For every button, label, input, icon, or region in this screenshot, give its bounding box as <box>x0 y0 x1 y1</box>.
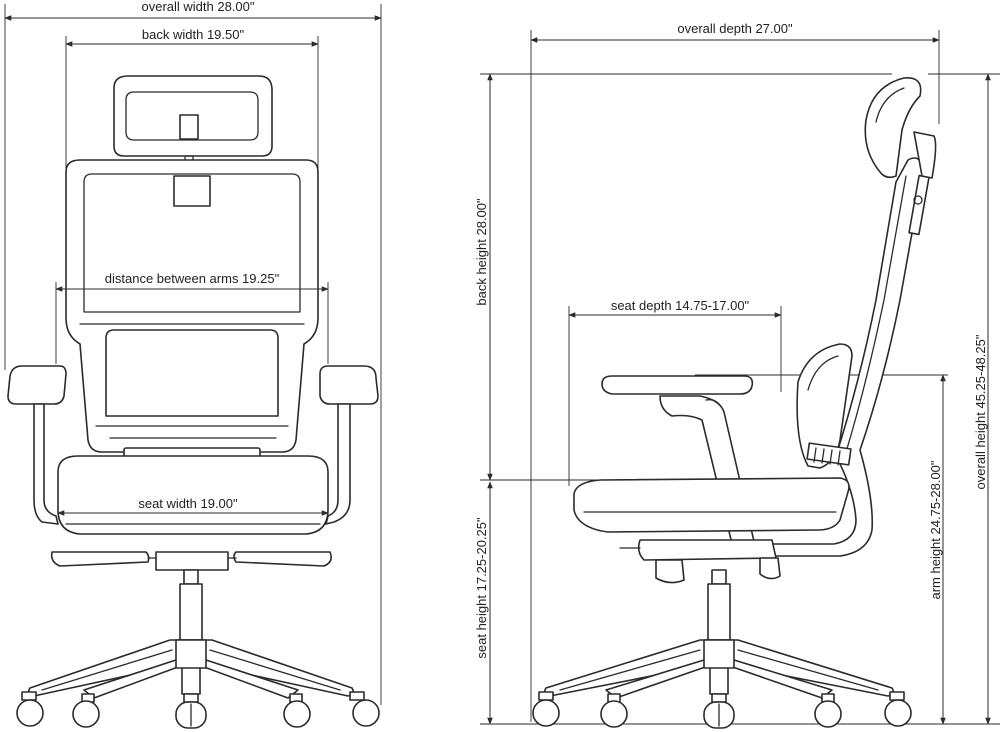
overall-width-dimension: overall width 28.00" <box>4 0 382 705</box>
seat-side <box>573 477 850 533</box>
arms-distance-dimension: distance between arms 19.25" <box>55 270 329 364</box>
arms-distance-label: distance between arms 19.25" <box>105 271 280 286</box>
headrest-front <box>113 75 273 171</box>
backrest-side <box>769 157 925 557</box>
gas-lift-side <box>707 569 731 641</box>
seat-height-dimension: seat height 17.25-20.25" <box>474 481 493 725</box>
right-arm-front <box>319 365 379 525</box>
arm-height-label: arm height 24.75-28.00" <box>928 460 943 599</box>
seat-depth-dimension: seat depth 14.75-17.00" <box>568 297 782 486</box>
casters-front <box>16 691 380 729</box>
left-arm-front <box>7 365 67 525</box>
mechanism-front <box>50 551 332 571</box>
side-view: overall depth 27.00" back height 28.00" … <box>474 21 1000 729</box>
headrest-side <box>864 77 937 236</box>
gas-lift-front <box>179 569 203 641</box>
base-side <box>543 639 895 699</box>
mechanism-side <box>619 539 781 584</box>
overall-height-dimension: overall height 45.25-48.25" <box>973 73 991 725</box>
seat-height-label: seat height 17.25-20.25" <box>474 517 489 659</box>
overall-depth-label: overall depth 27.00" <box>677 21 793 36</box>
base-front <box>27 639 355 699</box>
seat-depth-label: seat depth 14.75-17.00" <box>611 298 750 313</box>
backrest-front <box>65 159 319 461</box>
back-width-label: back width 19.50" <box>142 27 245 42</box>
overall-depth-dimension: overall depth 27.00" <box>530 21 940 722</box>
arm-height-dimension: arm height 24.75-28.00" <box>928 374 946 725</box>
overall-height-label: overall height 45.25-48.25" <box>973 334 988 489</box>
seat-front: seat width 19.00" <box>57 455 329 535</box>
overall-width-label: overall width 28.00" <box>141 0 254 14</box>
casters-side <box>532 691 912 729</box>
back-height-label: back height 28.00" <box>474 198 489 306</box>
front-view: overall width 28.00" back width 19.50" <box>4 0 382 729</box>
seat-width-label: seat width 19.00" <box>138 496 238 511</box>
back-width-dimension: back width 19.50" <box>65 27 319 168</box>
back-height-dimension: back height 28.00" <box>474 73 493 481</box>
